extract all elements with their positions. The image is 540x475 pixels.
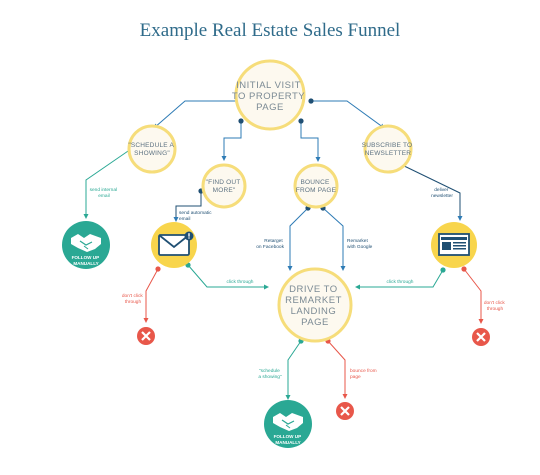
edge-initial-to-findout [221, 121, 242, 161]
edge-subscribe-to-newsletter [397, 162, 463, 221]
node-bounce-from-page: BOUNCE FROM PAGE [293, 163, 339, 209]
svg-text:DRIVE TO REMARKET: DRIVE TO REMARKET LANDING PAGE [285, 284, 345, 328]
node-remarket-line-2: REMARKET [285, 295, 342, 306]
edge-landing-schedule-showing [285, 340, 302, 400]
envelope-icon [158, 231, 194, 256]
follow-up-bottom-line-2: MANUALLY [275, 440, 300, 445]
edge-initial-to-bounce [300, 121, 321, 162]
node-remarket-line-3: LANDING [291, 306, 337, 317]
svg-text:FOLLOW UP MANUALLY: FOLLOW UP MANUALLY [274, 434, 303, 445]
x-icon-left [137, 327, 155, 345]
node-remarket-line-1: DRIVE TO [289, 284, 338, 295]
label-retarget-facebook: Retarget on Facebook [256, 238, 284, 250]
edge-newsletter-dont-click [463, 268, 484, 324]
edge-initial-to-schedule [153, 100, 238, 129]
svg-text:SUBSCRIBE TO NEWSLETTER: SUBSCRIBE TO NEWSLETTER [362, 142, 415, 157]
node-initial-visit-line-1: INITIAL VISIT [236, 80, 301, 91]
svg-text:INITIAL VISIT TO PROPERT: INITIAL VISIT TO PROPERTY PAGE [232, 80, 308, 113]
automatic-email-node [151, 222, 197, 268]
follow-up-manually-top: FOLLOW UP MANUALLY [62, 221, 110, 269]
node-drive-to-remarket: DRIVE TO REMARKET LANDING PAGE [277, 267, 353, 343]
edge-envelope-click-through [187, 264, 269, 290]
node-subscribe-newsletter: SUBSCRIBE TO NEWSLETTER [362, 124, 415, 174]
label-send-automatic-email: send automatic email [179, 210, 213, 222]
node-find-out-more: "FIND OUT MORE" [201, 163, 247, 209]
node-subscribe-line-1: SUBSCRIBE TO [362, 142, 413, 149]
node-subscribe-line-2: NEWSLETTER [365, 150, 412, 157]
diagram-title: Example Real Estate Sales Funnel [140, 20, 401, 41]
newspaper-icon [438, 233, 470, 256]
edge-envelope-dont-click [143, 268, 159, 323]
svg-text:"FIND OUT MORE": "FIND OUT MORE" [206, 179, 243, 194]
node-schedule-line-2: SHOWING" [134, 150, 170, 157]
label-dont-click-right: don't click through [484, 300, 506, 312]
x-icon-bottom [336, 402, 354, 420]
follow-up-bottom-line-1: FOLLOW UP [274, 434, 301, 439]
edge-initial-to-subscribe [311, 100, 385, 129]
handshake-icon [71, 234, 101, 252]
node-initial-visit-line-2: TO PROPERTY [232, 91, 305, 102]
edge-findout-to-envelope [173, 191, 202, 222]
svg-text:FOLLOW UP MANUALLY: FOLLOW UP MANUALLY [72, 255, 101, 266]
label-remarket-google: Remarket with Google [347, 238, 373, 250]
node-schedule-line-1: "SCHEDULE A [128, 142, 174, 149]
node-schedule-showing: "SCHEDULE A SHOWING" [127, 124, 177, 174]
node-initial-visit: INITIAL VISIT TO PROPERTY PAGE [232, 59, 308, 131]
node-bounce-line-1: BOUNCE [300, 179, 329, 186]
newsletter-node [431, 222, 477, 268]
node-remarket-line-4: PAGE [301, 317, 329, 328]
label-bounce-from-page: bounce from page [350, 368, 378, 380]
label-click-through-left: click through [227, 279, 254, 285]
node-findout-line-2: MORE" [213, 187, 236, 194]
label-schedule-a-showing: "schedule a showing" [258, 368, 282, 380]
follow-up-manually-bottom: FOLLOW UP MANUALLY [264, 400, 312, 448]
edge-newsletter-click-through [355, 269, 444, 290]
node-bounce-line-2: FROM PAGE [296, 187, 337, 194]
label-send-internal-email: send internal email [90, 187, 119, 199]
handshake-icon [273, 413, 303, 431]
label-click-through-right: click through [387, 279, 414, 285]
node-findout-line-1: "FIND OUT [206, 179, 241, 186]
follow-up-top-line-1: FOLLOW UP [72, 255, 99, 260]
label-dont-click-left: don't click through [122, 293, 144, 305]
edge-bounce-to-landing-google [322, 207, 346, 271]
node-initial-visit-line-3: PAGE [256, 102, 284, 113]
label-deliver-newsletter: deliver newsletter [431, 187, 453, 199]
x-icon-right [472, 328, 490, 346]
edge-bounce-to-landing-facebook [287, 207, 309, 271]
edge-landing-bounce [327, 340, 348, 399]
svg-text:"SCHEDULE A SHOWING": "SCHEDULE A SHOWING" [128, 142, 175, 157]
edge-schedule-to-followup [83, 148, 132, 219]
follow-up-top-line-2: MANUALLY [73, 261, 98, 266]
connectors [83, 100, 484, 400]
svg-text:BOUNCE FROM PAGE: BOUNCE FROM PAGE [296, 179, 337, 194]
